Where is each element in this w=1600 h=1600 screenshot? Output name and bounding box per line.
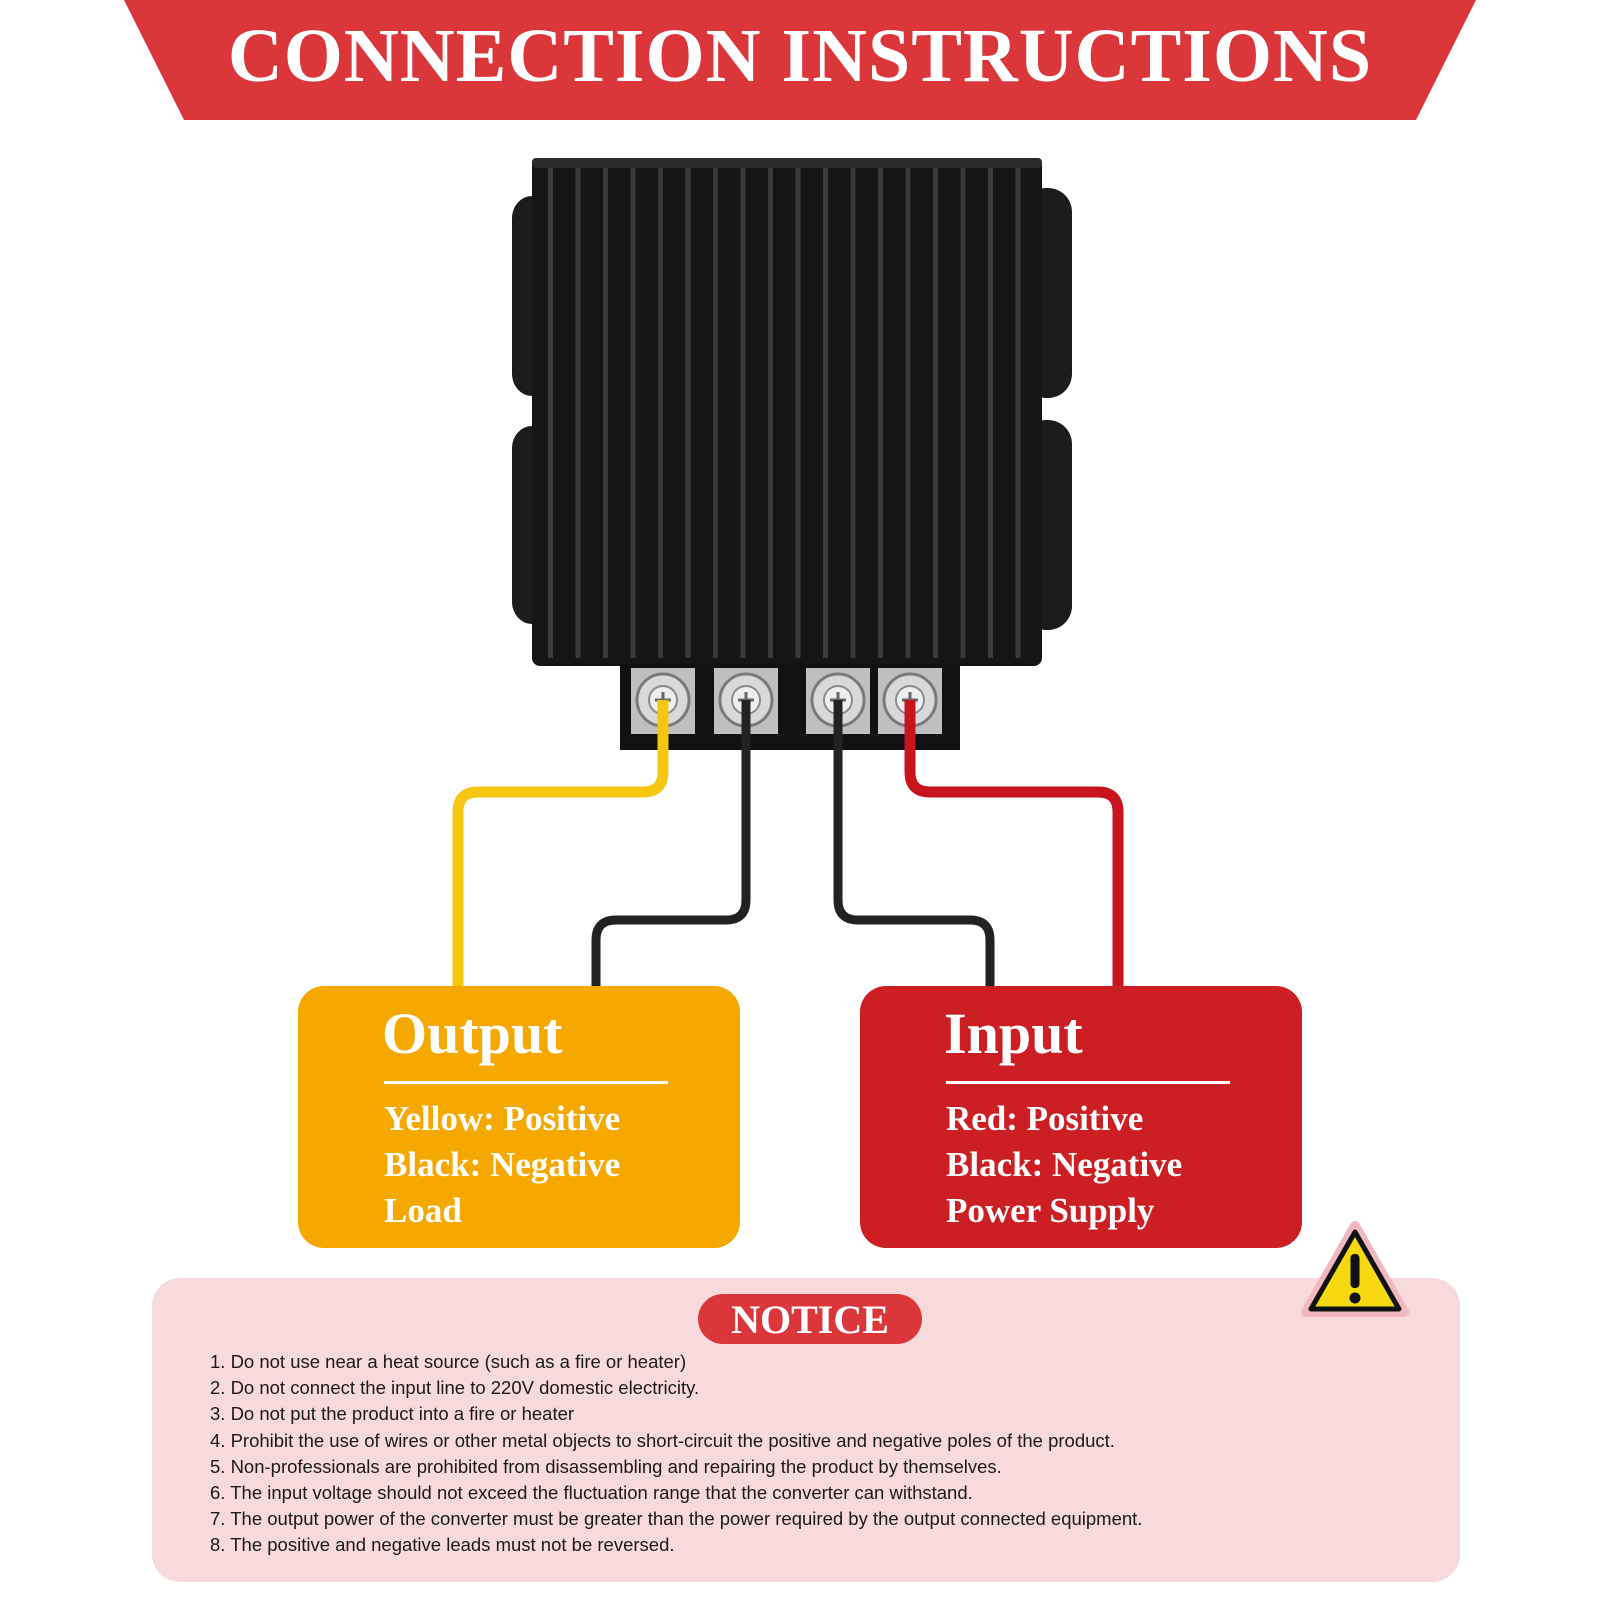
- heatsink-fins: [548, 168, 1021, 658]
- input-box: Input Red: Positive Black: Negative Powe…: [860, 986, 1302, 1248]
- heatsink-fin: [575, 168, 581, 658]
- output-divider: [384, 1081, 668, 1084]
- heatsink-fin: [685, 168, 691, 658]
- notice-item: 3. Do not put the product into a fire or…: [210, 1403, 575, 1425]
- yellow-wire: [452, 700, 669, 990]
- black-wire-input: [833, 700, 995, 990]
- output-line-negative: Black: Negative: [384, 1145, 621, 1184]
- input-line-positive: Red: Positive: [946, 1099, 1144, 1138]
- dc-converter-icon: [452, 158, 1124, 990]
- output-line-positive: Yellow: Positive: [384, 1099, 621, 1138]
- notice-item: 2. Do not connect the input line to 220V…: [210, 1377, 700, 1399]
- black-wire-output: [591, 700, 751, 990]
- heatsink-fin: [933, 168, 938, 658]
- output-line-load: Load: [384, 1191, 462, 1230]
- title-banner: [124, 0, 1476, 120]
- heatsink-fin: [630, 168, 636, 658]
- input-line-negative: Black: Negative: [946, 1145, 1183, 1184]
- input-line-supply: Power Supply: [946, 1191, 1155, 1230]
- notice-item: 8. The positive and negative leads must …: [210, 1534, 675, 1556]
- notice-item: 6. The input voltage should not exceed t…: [210, 1482, 973, 1504]
- heatsink-fin: [960, 168, 966, 658]
- heatsink-fin: [603, 168, 608, 658]
- heatsink-fin: [740, 168, 746, 658]
- notice-list: 1. Do not use near a heat source (such a…: [210, 1349, 1142, 1559]
- output-box: Output Yellow: Positive Black: Negative …: [298, 986, 740, 1248]
- input-title: Input: [944, 1001, 1083, 1066]
- heatsink-fin: [878, 168, 883, 658]
- notice-badge: NOTICE: [698, 1294, 922, 1344]
- heatsink-fin: [713, 168, 718, 658]
- heatsink-fin: [988, 168, 993, 658]
- notice-item: 1. Do not use near a heat source (such a…: [210, 1351, 687, 1372]
- input-divider: [946, 1081, 1230, 1084]
- warning-icon: [1301, 1221, 1409, 1317]
- notice-item: 7. The output power of the converter mus…: [210, 1508, 1143, 1530]
- heatsink-fin: [795, 168, 801, 658]
- heatsink-fin: [1015, 168, 1021, 658]
- notice-item: 5. Non-professionals are prohibited from…: [210, 1455, 1002, 1477]
- heatsink-fin: [548, 168, 553, 658]
- heatsink-fin: [658, 168, 663, 658]
- heatsink-fin: [850, 168, 856, 658]
- page-title: CONNECTION INSTRUCTIONS: [227, 13, 1373, 98]
- red-wire: [904, 700, 1124, 990]
- heatsink-fin: [768, 168, 773, 658]
- output-title: Output: [382, 1001, 563, 1066]
- notice-item: 4. Prohibit the use of wires or other me…: [210, 1429, 1115, 1451]
- heatsink-fin: [905, 168, 911, 658]
- heatsink-fin: [823, 168, 828, 658]
